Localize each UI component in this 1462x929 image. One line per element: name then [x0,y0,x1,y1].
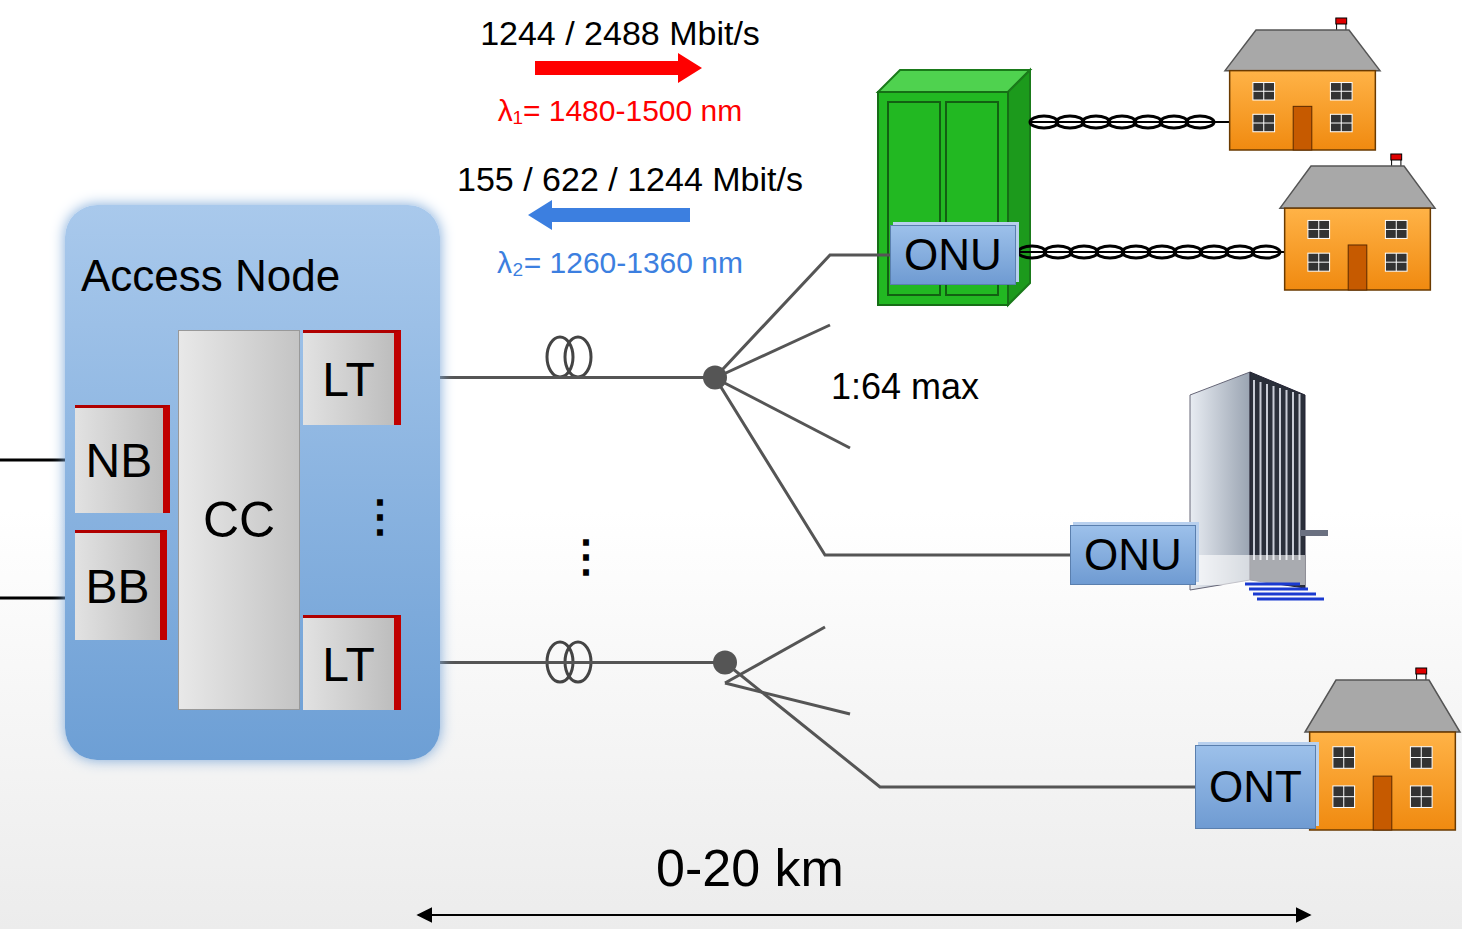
twisted-pair [1030,116,1232,128]
node-label: CC [203,491,275,549]
downstream-arrow [535,53,702,83]
node-label: ONT [1209,762,1302,812]
fibre-coil [565,337,591,377]
downstream-wavelength: λ₁= 1480-1500 nm [498,94,742,128]
node-label: ONU [904,230,1002,280]
ont-box: ONT [1195,745,1316,829]
upstream-arrow [528,200,690,230]
optical-splitter [703,366,727,390]
twisted-pair [1018,246,1284,258]
onu-box: ONU [1070,525,1196,585]
fibre-link [401,663,1195,788]
office-building [1190,372,1328,599]
downstream-rate: 1244 / 2488 Mbit/s [480,14,760,53]
node-label: BB [86,559,150,614]
node-label: LT [322,352,374,407]
house [1305,668,1460,830]
split-ratio: 1:64 max [831,366,979,408]
onu-box: ONU [890,225,1016,285]
node-label: LT [322,637,374,692]
node-label: ONU [1084,530,1182,580]
core-card: CC [178,330,300,710]
continuation-dots: ⋮ [358,490,402,541]
upstream-wavelength: λ₂= 1260-1360 nm [497,246,743,280]
narrowband-card: NB [75,405,170,513]
house [1225,18,1380,150]
node-label: Access Node [81,251,340,300]
access-node: Access NodeCC NB BB LT LT [65,205,440,760]
optical-splitter [713,651,737,675]
node-label: NB [86,433,153,488]
upstream-rate: 155 / 622 / 1244 Mbit/s [457,160,803,199]
line-termination: LT [303,615,401,710]
house [1280,154,1435,290]
distance-arrow [418,914,1310,916]
line-termination: LT [303,330,401,425]
broadband-card: BB [75,530,167,640]
distance-label: 0-20 km [656,838,844,898]
continuation-dots: ⋮ [564,530,608,581]
splitter-branch [725,683,850,714]
splitter-branch [715,325,830,378]
street-cabinet [878,70,1030,305]
